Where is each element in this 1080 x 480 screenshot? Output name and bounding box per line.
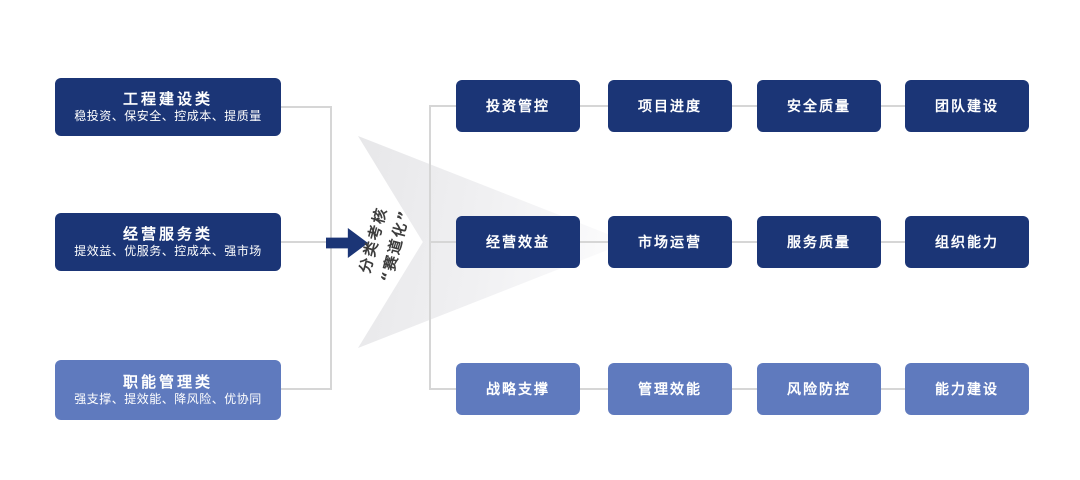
category-title: 工程建设类 — [122, 89, 213, 108]
connector-line — [732, 388, 757, 390]
grid-box: 管理效能 — [608, 363, 732, 415]
connector-line — [281, 388, 332, 390]
connector-line — [732, 105, 757, 107]
category-subtitle: 提效益、优服务、控成本、强市场 — [74, 244, 262, 259]
grid-box: 安全质量 — [757, 80, 881, 132]
category-title: 经营服务类 — [122, 224, 213, 243]
connector-line — [881, 241, 905, 243]
connector-line — [580, 105, 608, 107]
connector-line — [429, 241, 456, 243]
grid-box: 服务质量 — [757, 216, 881, 268]
connector-line — [281, 106, 332, 108]
grid-box: 能力建设 — [905, 363, 1029, 415]
grid-box: 团队建设 — [905, 80, 1029, 132]
left-category-box-operations: 经营服务类 提效益、优服务、控成本、强市场 — [55, 213, 281, 271]
connector-line — [580, 388, 608, 390]
left-category-box-functional: 职能管理类 强支撑、提效能、降风险、优协同 — [55, 360, 281, 420]
connector-line — [580, 241, 608, 243]
connector-line — [429, 388, 456, 390]
connector-line — [732, 241, 757, 243]
grid-box: 项目进度 — [608, 80, 732, 132]
grid-box: 市场运营 — [608, 216, 732, 268]
connector-line — [881, 388, 905, 390]
category-title: 职能管理类 — [122, 372, 213, 391]
grid-box: 战略支撑 — [456, 363, 580, 415]
connector-line — [881, 105, 905, 107]
grid-box: 投资管控 — [456, 80, 580, 132]
connector-line — [429, 106, 431, 390]
grid-box: 风险防控 — [757, 363, 881, 415]
connector-line — [429, 105, 456, 107]
left-category-box-engineering: 工程建设类 稳投资、保安全、控成本、提质量 — [55, 78, 281, 136]
category-subtitle: 稳投资、保安全、控成本、提质量 — [74, 109, 262, 124]
grid-box: 经营效益 — [456, 216, 580, 268]
connector-line — [281, 241, 327, 243]
category-subtitle: 强支撑、提效能、降风险、优协同 — [74, 392, 262, 407]
grid-box: 组织能力 — [905, 216, 1029, 268]
